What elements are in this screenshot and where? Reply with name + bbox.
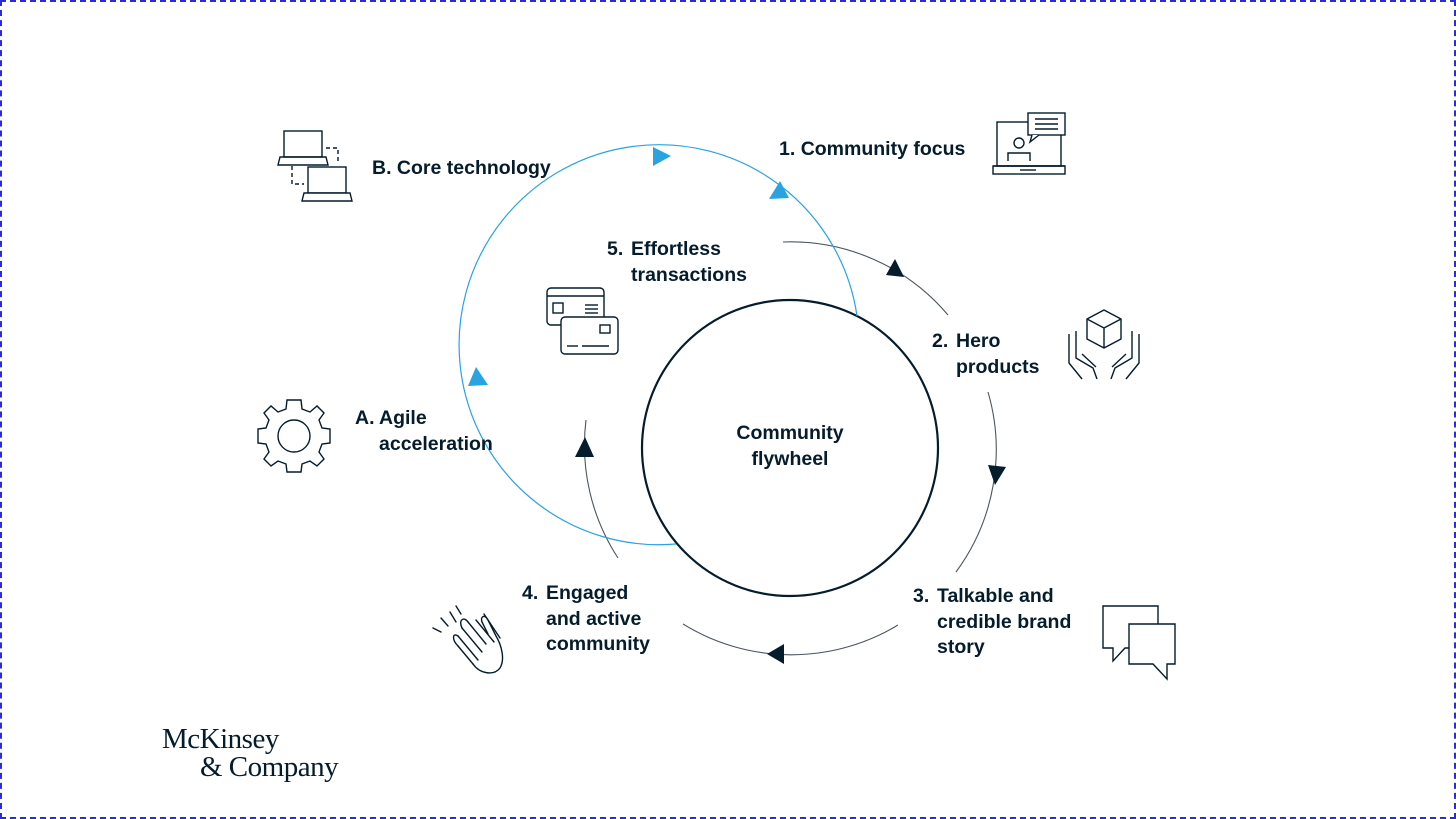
logo-line-1: McKinsey — [162, 723, 279, 755]
arrowhead — [653, 147, 671, 166]
step-text: and active — [546, 607, 642, 630]
arrowhead — [988, 465, 1006, 485]
arc-2-to-3 — [955, 391, 997, 573]
enabler-text: Core technology — [396, 157, 551, 179]
step-4-label: 4. Engaged and active community — [522, 581, 650, 658]
step-text: products — [956, 355, 1040, 378]
step-text: community — [546, 633, 651, 655]
step-3-label: 3. Talkable and credible brand story — [913, 584, 1071, 661]
step-text: transactions — [631, 263, 747, 286]
step-text: credible brand — [937, 610, 1072, 633]
connected-laptops-icon — [277, 130, 353, 202]
step-text: Engaged — [546, 582, 629, 604]
flywheel-core-circle — [640, 298, 940, 598]
speech-bubbles-icon — [1102, 605, 1176, 681]
step-text: Community focus — [800, 138, 966, 160]
gear-icon — [257, 399, 331, 473]
step-text: Hero — [956, 330, 1001, 352]
center-line-2: flywheel — [751, 447, 829, 470]
step-number: 3. — [913, 585, 930, 607]
center-line-1: Community — [736, 422, 844, 444]
enabler-b-label: B. Core technology — [372, 156, 551, 182]
step-arrowheads — [575, 259, 1006, 664]
step-1-label: 1. Community focus — [779, 137, 965, 163]
step-number: 1. — [779, 138, 796, 160]
arc-3-to-4 — [682, 623, 899, 656]
enabler-arrowheads — [468, 147, 789, 386]
step-text: Effortless — [631, 238, 721, 260]
step-text: Talkable and — [937, 585, 1054, 607]
step-text: story — [937, 636, 985, 658]
arrowhead — [886, 259, 904, 277]
enabler-ring — [458, 144, 858, 546]
arc-5-to-2 — [782, 241, 949, 316]
enabler-letter: A. — [355, 407, 375, 429]
arrowhead — [769, 181, 789, 199]
hands-box-icon — [1068, 309, 1140, 380]
flywheel-title: Community flywheel — [690, 421, 890, 472]
arc-4-to-5 — [583, 419, 619, 559]
step-2-label: 2. Hero products — [932, 329, 1039, 380]
step-5-label: 5. Effortless transactions — [607, 237, 747, 288]
enabler-arc — [458, 144, 858, 546]
step-number: 5. — [607, 238, 624, 260]
arrowhead — [468, 367, 488, 386]
logo-line-2: & Company — [200, 751, 339, 783]
clapping-hands-icon — [432, 605, 504, 674]
enabler-letter: B. — [372, 157, 392, 179]
step-ring — [583, 241, 997, 656]
arrowhead — [575, 437, 594, 457]
step-number: 4. — [522, 582, 539, 604]
enabler-text: acceleration — [379, 432, 493, 455]
step-number: 2. — [932, 330, 949, 352]
enabler-text: Agile — [379, 407, 427, 429]
enabler-a-label: A.Agile acceleration — [355, 406, 493, 457]
laptop-chat-icon — [992, 112, 1066, 175]
mckinsey-logo: McKinsey & Company — [162, 723, 339, 783]
arrowhead — [767, 644, 784, 664]
payment-cards-icon — [546, 287, 619, 355]
